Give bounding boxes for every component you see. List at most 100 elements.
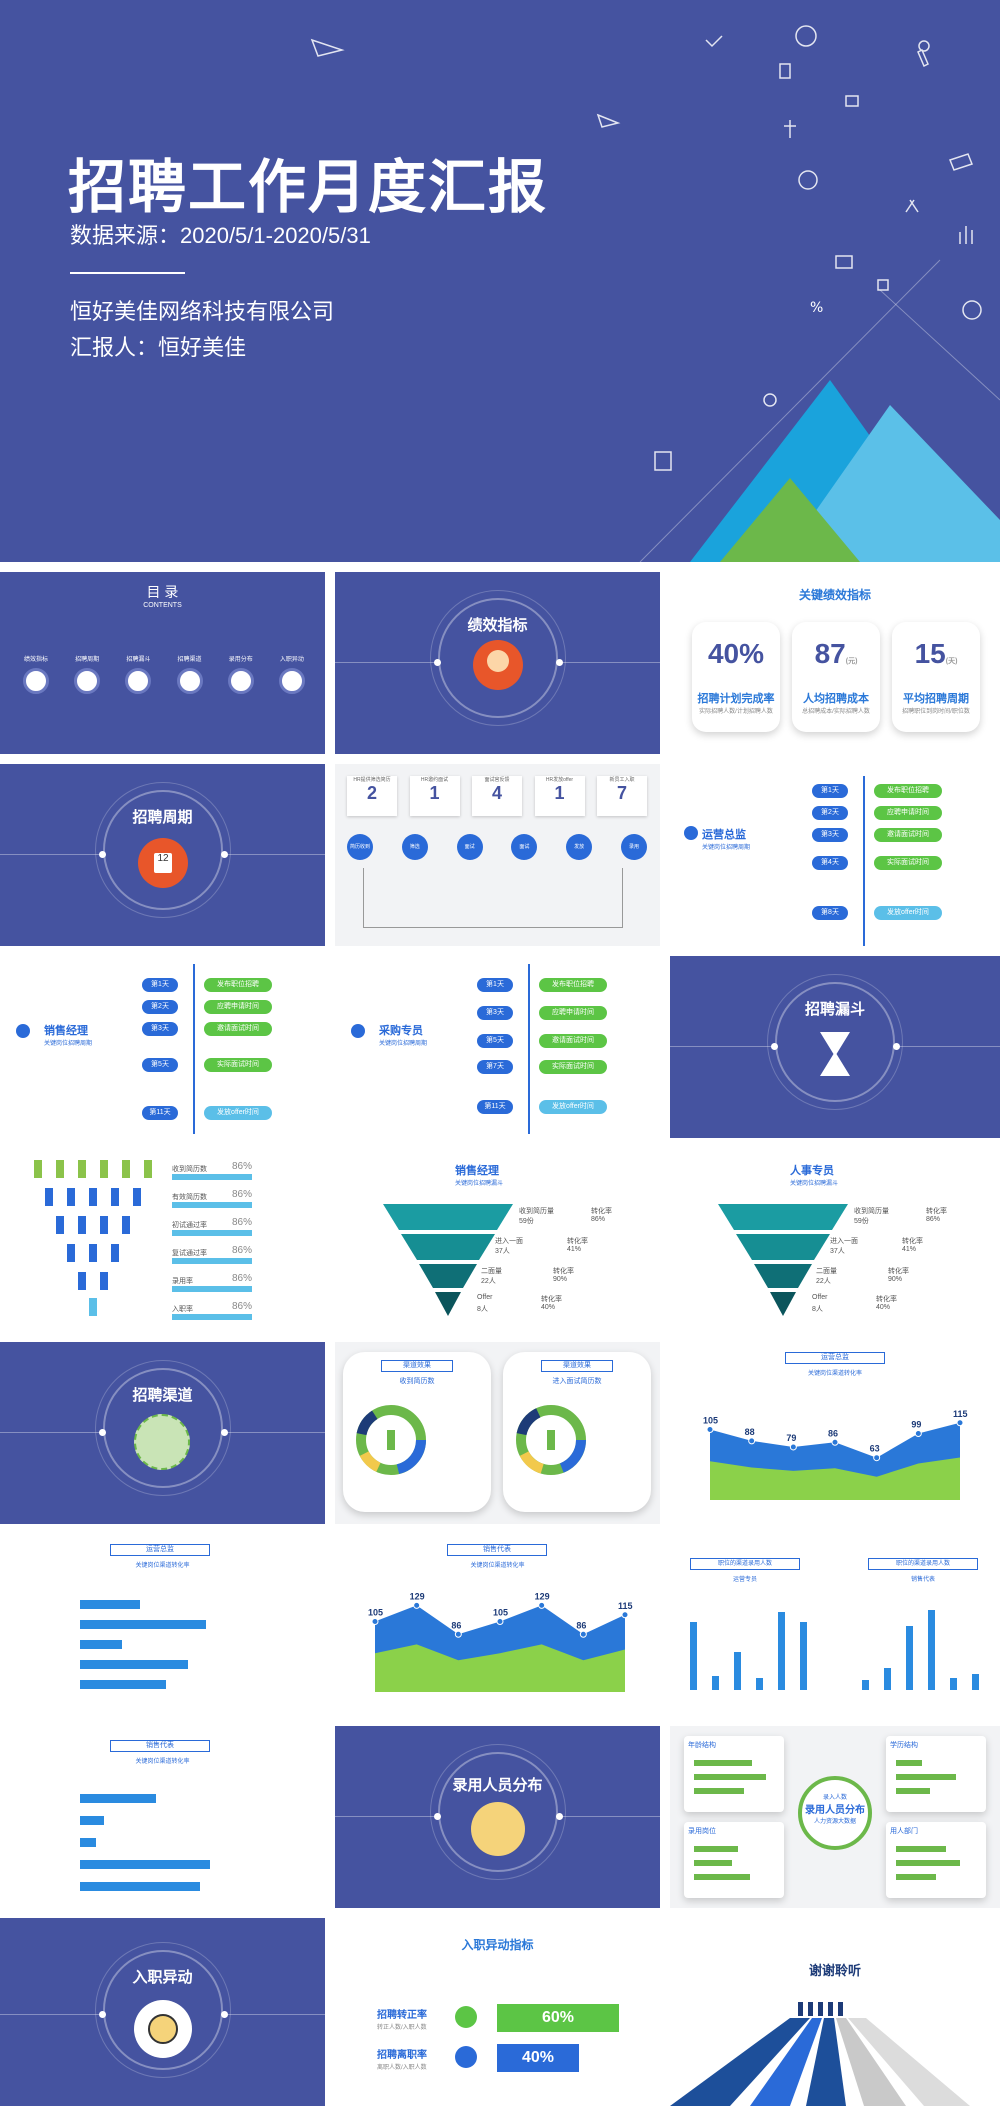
kpi-section-slide: 绩效指标 xyxy=(335,572,660,754)
data-label: 86 xyxy=(828,1428,838,1438)
kpi-card: 40% 招聘计划完成率 实际招聘人数/计划招聘人数 xyxy=(692,622,780,732)
turnover-slide: 入职异动指标 招聘转正率 转正人数/入职人数 60% 招聘离职率 离职人数/入职… xyxy=(335,1918,660,2106)
toc-item[interactable]: 录用分布 xyxy=(219,654,263,694)
funnel-shape xyxy=(383,1204,513,1316)
data-point xyxy=(789,1443,797,1451)
walker-icon xyxy=(455,2046,477,2068)
company-name: 恒好美佳网络科技有限公司 xyxy=(70,299,335,324)
distribution-slide: 年龄结构 学历结构 录用岗位 用人部门 录入人数 录用人员分布 人力资源大数据 xyxy=(670,1726,1000,1908)
paper-plane-icon xyxy=(310,38,345,57)
donut-card: 渠道效果 进入面试简历数 xyxy=(503,1352,651,1512)
section-title: 绩效指标 xyxy=(467,617,528,634)
toc-item[interactable]: 招聘漏斗 xyxy=(116,654,160,694)
hbar-sales-slide: 销售代表 关键岗位渠道转化率 xyxy=(0,1726,325,1908)
data-label: 86 xyxy=(451,1620,461,1630)
data-label: 99 xyxy=(911,1420,921,1430)
data-label: 115 xyxy=(618,1601,633,1611)
section-title: 招聘漏斗 xyxy=(804,1001,865,1018)
section-title: 招聘周期 xyxy=(132,809,193,826)
toc-item[interactable]: 入职异动 xyxy=(270,654,314,694)
cycle-nodes: 简历收到 筛选 面试 面试 发放 录用 xyxy=(347,834,647,860)
data-point xyxy=(579,1630,587,1638)
funnel-shape xyxy=(718,1204,848,1316)
role-title: 销售经理 xyxy=(44,1025,88,1037)
timeline-ops-slide: 运营总监 关键岗位招聘周期 第1天发布职位招聘 第2天应聘申请时间 第3天邀请面… xyxy=(670,764,1000,946)
road-graphic xyxy=(670,2002,970,2106)
data-point xyxy=(706,1426,714,1433)
onboard-section-slide: 入职异动 xyxy=(0,1918,325,2106)
data-point xyxy=(873,1454,881,1462)
funnel-section-slide: 招聘漏斗 xyxy=(670,956,1000,1138)
data-point xyxy=(496,1618,504,1625)
role-title: 运营总监 xyxy=(702,829,746,841)
data-point xyxy=(454,1630,462,1638)
data-label: 63 xyxy=(870,1444,880,1454)
data-label: 129 xyxy=(410,1591,425,1601)
turnover-title: 入职异动指标 xyxy=(461,1938,534,1952)
role-title: 人事专员 xyxy=(790,1165,834,1177)
toc-subtitle: CONTENTS xyxy=(143,602,182,609)
divider xyxy=(70,272,185,274)
data-point xyxy=(621,1611,629,1619)
cover-slide: % 招聘工作月度汇报 数据来源：2020/5/1-2020/5/31 恒好美佳网… xyxy=(0,0,1000,562)
cycle-section-slide: 招聘周期 12 xyxy=(0,764,325,946)
data-label: 129 xyxy=(535,1591,550,1601)
kpi-cards-slide: 关键绩效指标 40% 招聘计划完成率 实际招聘人数/计划招聘人数 87(元) 人… xyxy=(670,572,1000,754)
section-title: 招聘渠道 xyxy=(132,1387,193,1404)
report-title: 招聘工作月度汇报 xyxy=(68,155,549,220)
section-title: 入职异动 xyxy=(132,1969,193,1986)
reporter: 汇报人：恒好美佳 xyxy=(70,335,247,360)
people-icon xyxy=(134,2000,192,2058)
hbar-ops-slide: 运营总监 关键岗位渠道转化率 xyxy=(0,1534,325,1716)
thanks-slide: 谢谢聆听 xyxy=(670,1918,1000,2106)
data-label: 88 xyxy=(745,1427,755,1437)
timeline-buy-slide: 采购专员 关键岗位招聘周期 第1天发布职位招聘 第3天应聘申请时间 第5天邀请面… xyxy=(335,956,660,1138)
runner-icon xyxy=(455,2006,477,2028)
hire-section-slide: 录用人员分布 xyxy=(335,1726,660,1908)
data-point xyxy=(914,1430,922,1438)
svg-text:%: % xyxy=(810,300,823,316)
role-title: 采购专员 xyxy=(379,1025,423,1037)
timeline-sales-slide: 销售经理 关键岗位招聘周期 第1天发布职位招聘 第2天应聘申请时间 第3天邀请面… xyxy=(0,956,325,1138)
data-label: 86 xyxy=(576,1620,586,1630)
donut-chart xyxy=(516,1405,586,1475)
area-series-lower xyxy=(375,1644,625,1692)
person-icon xyxy=(473,640,523,690)
team-icon xyxy=(471,1802,525,1856)
data-point xyxy=(748,1437,756,1445)
center-circle: 录入人数 录用人员分布 人力资源大数据 xyxy=(798,1776,872,1850)
data-point xyxy=(831,1438,839,1446)
toc-item[interactable]: 绩效指标 xyxy=(14,654,58,694)
area-series-lower xyxy=(710,1457,960,1500)
data-point xyxy=(956,1419,964,1427)
toc-item[interactable]: 招聘渠道 xyxy=(168,654,212,694)
channel-section-slide: 招聘渠道 xyxy=(0,1342,325,1524)
toc-slide: 目 录 CONTENTS 绩效指标 招聘周期 招聘漏斗 招聘渠道 录用分布 入职… xyxy=(0,572,325,754)
kpi-card: 15(天) 平均招聘周期 招聘职位到岗时间/职位数 xyxy=(892,622,980,732)
donut-chart xyxy=(356,1405,426,1475)
columns-slide: 职位的渠道录用人数 运营专员 职位的渠道录用人数 销售代表 xyxy=(670,1534,1000,1716)
toc-title: 目 录 xyxy=(146,584,179,600)
kpi-card: 87(元) 人均招聘成本 总招聘成本/实际招聘人数 xyxy=(792,622,880,732)
data-label: 105 xyxy=(703,1416,718,1426)
role-title: 销售经理 xyxy=(455,1165,499,1177)
toc-item[interactable]: 招聘周期 xyxy=(65,654,109,694)
data-label: 105 xyxy=(493,1608,508,1618)
data-source: 数据来源：2020/5/1-2020/5/31 xyxy=(70,223,371,248)
cover-mountains: % xyxy=(310,25,1000,562)
calendar-icon: 12 xyxy=(138,838,188,888)
section-title: 录用人员分布 xyxy=(452,1777,543,1794)
conversion-rate-bar: 60% xyxy=(497,2004,619,2032)
toc-items: 绩效指标 招聘周期 招聘漏斗 招聘渠道 录用分布 入职异动 xyxy=(14,654,314,694)
kpi-title: 关键绩效指标 xyxy=(798,588,871,602)
data-label: 79 xyxy=(786,1433,796,1443)
donut-card: 渠道效果 收到简历数 xyxy=(343,1352,491,1512)
